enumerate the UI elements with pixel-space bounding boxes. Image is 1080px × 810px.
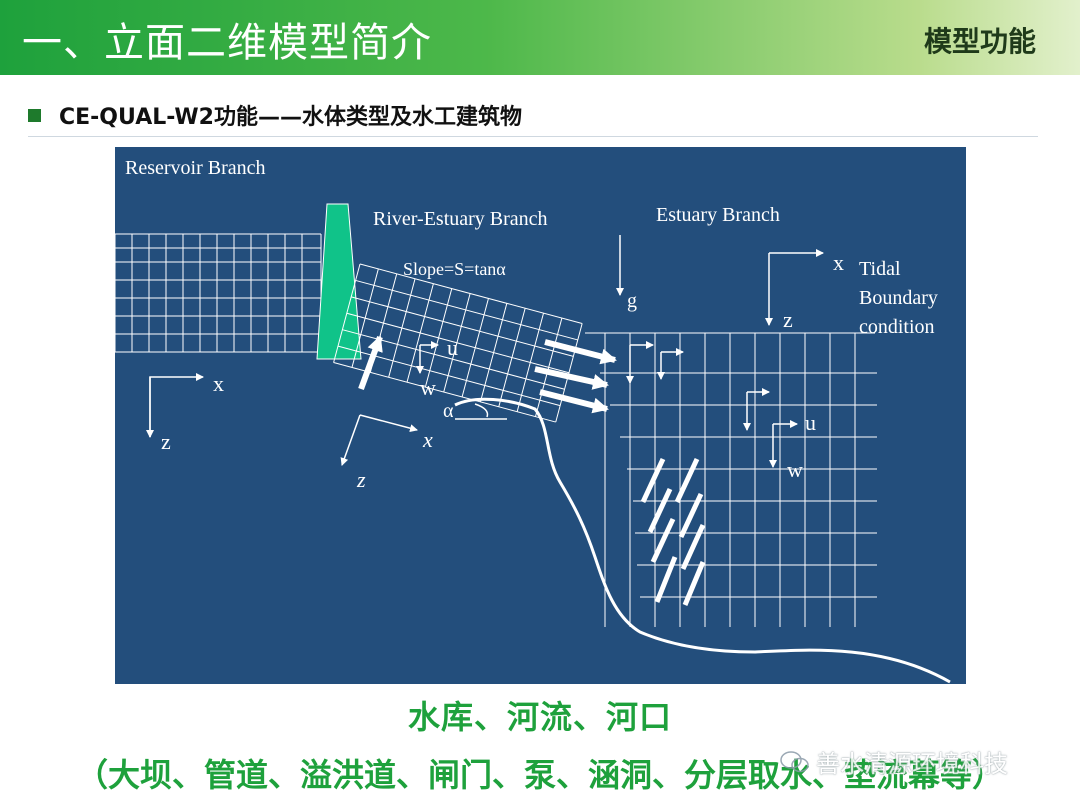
angle-arc [474,403,489,418]
watermark-text: 善水清源环境科技 [816,750,1008,778]
caption-structures: （大坝、管道、溢洪道、闸门、泵、涵洞、分层取水、垫流幕等） [75,756,1004,794]
label-x-estuary: x [833,250,844,275]
caption-water-bodies: 水库、河流、河口 [407,698,672,736]
header-bar: 一、立面二维模型简介 模型功能 [0,0,1080,75]
subtitle: CE-QUAL-W2功能——水体类型及水工建筑物 [59,105,522,130]
withdrawal-arrows [640,457,706,606]
slide-title: 一、立面二维模型简介 [22,20,432,66]
wechat-icon [780,750,809,772]
label-estuary: Estuary Branch [656,204,780,226]
label-u-estuary: u [805,410,816,435]
water-body-diagram: Reservoir Branch River-Estuary Branch Es… [115,147,966,684]
label-g: g [627,290,637,312]
subtitle-row: CE-QUAL-W2功能——水体类型及水工建筑物 [28,100,522,130]
flow-arrows [358,335,617,414]
label-alpha: α [443,400,454,422]
label-u-river: u [447,335,458,360]
reservoir-grid [115,233,322,353]
square-bullet-icon [28,108,41,122]
label-condition: condition [859,316,935,338]
label-river-estuary: River-Estuary Branch [373,208,548,230]
label-z-estuary: z [783,307,793,332]
dam-shape [316,203,362,360]
terrain-bed [454,397,951,684]
label-slope: Slope=S=tanα [403,259,506,279]
label-w-estuary: w [787,457,803,482]
river-grid [333,263,583,423]
label-w-river: w [420,375,436,400]
axis-river-z [340,414,361,466]
label-x-river: x [422,427,433,452]
label-z-reservoir: z [161,429,171,454]
label-z-river: z [356,467,366,492]
axis-river-x [359,414,418,433]
section-label: 模型功能 [923,25,1036,58]
watermark: 善水清源环境科技 [780,744,1008,779]
label-x-reservoir: x [213,371,224,396]
label-tidal: Tidal [859,258,901,280]
label-reservoir: Reservoir Branch [125,157,266,179]
label-boundary: Boundary [859,287,938,309]
divider [28,136,1038,137]
